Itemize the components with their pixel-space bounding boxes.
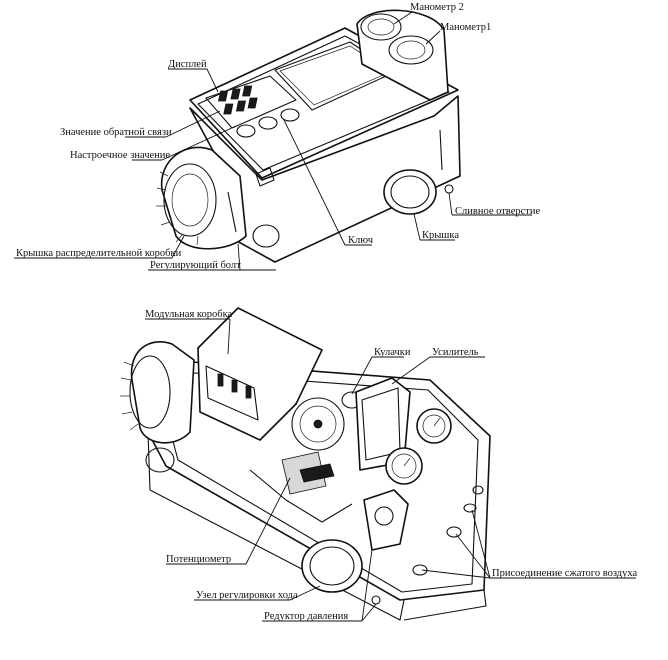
potentiometer-arm [299,463,335,483]
key-button-1 [236,124,256,138]
manometer-1-dial [388,35,434,65]
gauge-1-needle [433,417,441,427]
housing-bottom-edge [147,431,405,621]
side-port [252,224,280,248]
bottom-leader-lines [145,318,636,622]
manometer-1-face [396,40,426,60]
label-manometer-2: Манометр 2 [410,2,464,13]
gauge-2-needle [403,457,411,467]
key-knob [255,167,275,187]
cam-gear-hub [313,419,323,429]
label-potentiometer: Потенциометр [166,554,231,565]
manometer-2-dial [360,13,402,41]
key-button-2 [258,116,278,130]
module-slot-1 [217,373,224,387]
module-slot-3 [245,385,252,399]
manometer-2-face [367,18,395,36]
air-port-1 [412,564,428,576]
cam-gear [291,397,345,451]
label-air-connection: Присоединение сжатого воздуха [492,568,637,579]
end-cylinder [130,341,195,444]
pressure-reducer-block [363,489,409,551]
lcd-display [205,75,297,129]
drain-hole [444,184,454,194]
key-button-3 [280,108,300,122]
cylinder-teeth [120,361,139,431]
stroke-adjust-cover-inner [309,546,355,586]
junction-box-cover-inner [171,173,209,227]
label-adjusting-bolt: Регулирующий болт [150,260,241,271]
bottom-side-port [145,447,175,473]
round-cover-inner [390,175,430,209]
round-cover [383,169,437,215]
top-positioner-drawing [156,9,461,263]
label-module-box: Модульная коробка [145,309,233,320]
gauge-1-face [422,414,446,438]
amplifier-block [355,377,411,471]
stroke-adjust-cover [301,539,363,593]
air-port-4 [472,485,484,495]
air-port-2 [446,526,462,538]
label-junction-box-cover: Крышка распределительной коробки [16,248,182,259]
label-feedback-value: Значение обратной связи [60,127,172,138]
body-edge-2 [439,129,443,171]
housing-corner [403,589,487,621]
label-key: Ключ [348,235,374,246]
lcd-digits [218,85,258,115]
label-amplifier: Усилитель [432,347,479,358]
junction-box-teeth [156,171,199,246]
label-stroke-adjust-unit: Узел регулировки хода [196,590,298,601]
label-setpoint-value: Настроечное значение [70,150,170,161]
pressure-reducer-cap [374,506,394,526]
air-port-3 [463,503,477,513]
manometer-housing [356,9,449,101]
label-cams: Кулачки [374,347,411,358]
lid-rim [197,35,450,171]
junction-box-cover [163,163,217,237]
pressure-reducer-bolt [371,595,381,605]
junction-box [160,146,247,250]
label-cover: Крышка [422,230,459,241]
internal-linkage [249,469,353,523]
label-pressure-reducer: Редуктор давления [264,611,348,622]
body-edge-1 [227,191,237,233]
label-manometer-1: Манометр1 [440,22,491,33]
gauge-2-face [391,453,417,479]
label-drain-hole: Сливное отверстие [455,206,540,217]
module-box-panel [205,365,259,421]
end-cylinder-cap [129,355,171,429]
top-leader-lines [14,11,532,271]
cam-gear-inner [299,405,337,443]
module-slot-2 [231,379,238,393]
label-display: Дисплей [168,59,207,70]
